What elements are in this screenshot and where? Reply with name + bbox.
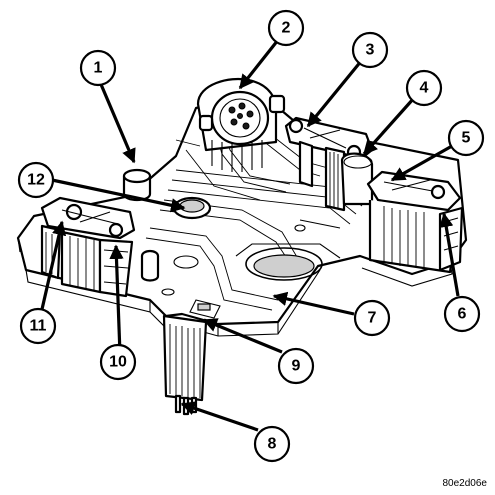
leader-7 [272,291,355,316]
leader-12 [51,178,186,213]
callout-7-label: 7 [368,310,377,327]
callout-9-label: 9 [292,358,301,375]
callout-8-label: 8 [268,436,277,453]
leader-8 [180,401,259,432]
leader-4 [362,96,416,156]
callout-7: 7 [353,299,391,337]
callout-12: 12 [17,161,55,199]
transmission-solenoid-connector [196,78,286,172]
callout-2-label: 2 [282,20,291,37]
callout-11: 11 [19,307,57,345]
callout-5-label: 5 [462,130,471,147]
mounting-bosses [140,224,306,296]
leader-1 [98,81,136,164]
callout-1-label: 1 [94,60,103,77]
pressure-sensor [122,168,152,202]
leader-5 [390,144,453,182]
solenoid-assembly-right [366,170,464,274]
callout-8: 8 [253,425,291,463]
callout-3-label: 3 [366,42,375,59]
callout-1: 1 [79,49,117,87]
callout-6: 6 [443,295,481,333]
callout-4: 4 [405,69,443,107]
electrical-connector-tab [162,299,221,416]
leader-9 [202,318,283,354]
accumulator-bore [235,243,341,281]
callout-9: 9 [277,347,315,385]
leader-10 [109,244,124,355]
solenoid-assembly-upper [284,116,374,212]
callout-11-label: 11 [30,318,47,335]
callout-10: 10 [99,343,137,381]
leader-3 [306,58,364,128]
callout-12-label: 12 [27,172,45,189]
callout-6-label: 6 [458,306,467,323]
callout-4-label: 4 [420,80,429,97]
callout-3: 3 [351,31,389,69]
figure-code: 80e2d06e [442,478,488,489]
leader-6 [439,212,460,297]
callout-10-label: 10 [109,354,127,371]
leader-11 [38,220,67,319]
callout-5: 5 [447,119,485,157]
leader-2 [238,39,280,90]
leader-lines [38,39,460,432]
callout-2: 2 [267,9,305,47]
